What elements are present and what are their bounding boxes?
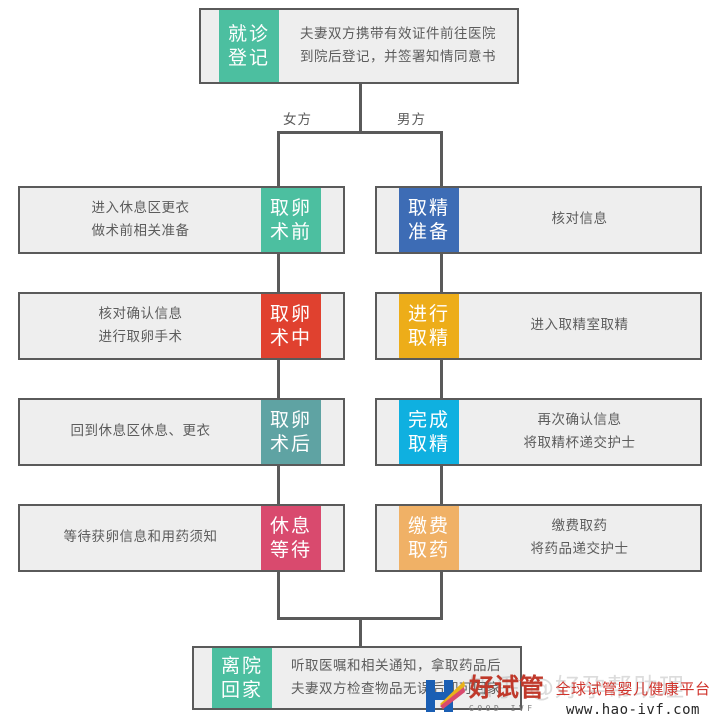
tag-line-2: 术中	[269, 327, 312, 349]
node-male-step-2-tag: 进行 取精	[399, 294, 459, 358]
connector-male-1-2	[440, 254, 443, 302]
tag-line-1: 取精	[407, 196, 450, 219]
node-male-step-1[interactable]: 取精 准备 核对信息	[375, 186, 702, 254]
brand-name: 好试管	[469, 673, 545, 702]
tag-line-1: 完成	[407, 408, 450, 431]
node-discharge-tag: 离院 回家	[212, 648, 272, 708]
zhihu-watermark: 知乎 @好孕帮助理	[468, 673, 685, 702]
connector-female-to-merge	[277, 572, 280, 620]
node-pad	[321, 506, 343, 570]
connector-male-to-merge	[440, 572, 443, 620]
desc-line-1: 再次确认信息	[537, 411, 622, 428]
connector-male-drop	[440, 131, 443, 186]
node-registration-desc: 夫妻双方携带有效证件前往医院 到院后登记，并签署知情同意书	[279, 10, 517, 82]
brand-logo: 好试管 GOOD IVF	[424, 673, 545, 714]
goodivf-logo-icon	[424, 678, 466, 714]
goodivf-logo-svg	[426, 680, 465, 712]
tag-line-2: 取药	[407, 539, 450, 561]
node-male-step-2[interactable]: 进行 取精 进入取精室取精	[375, 292, 702, 360]
tag-line-2: 等待	[269, 539, 312, 561]
desc-line-1: 进入休息区更衣	[91, 199, 190, 216]
node-female-step-3[interactable]: 取卵 术后 回到休息区休息、更衣	[18, 398, 345, 466]
tag-line-2: 准备	[407, 221, 450, 243]
tag-line-2: 术后	[269, 433, 312, 455]
tag-line-1: 缴费	[407, 514, 450, 537]
desc-line-1: 缴费取药	[551, 517, 608, 534]
connector-female-3-4	[277, 466, 280, 514]
node-male-step-4-desc: 缴费取药 将药品递交护士	[459, 506, 700, 570]
node-female-step-4-tag: 休息 等待	[261, 506, 321, 570]
tag-line-1: 取卵	[269, 302, 312, 325]
tag-line-1: 进行	[407, 302, 450, 325]
desc-line-1: 听取医嘱和相关通知，拿取药品后	[291, 657, 501, 674]
node-female-step-1[interactable]: 取卵 术前 进入休息区更衣 做术前相关准备	[18, 186, 345, 254]
node-pad	[321, 294, 343, 358]
tag-line-1: 休息	[269, 514, 312, 537]
desc-line-2: 将药品递交护士	[530, 541, 629, 557]
desc-line-1: 进入取精室取精	[530, 317, 629, 334]
tag-line-2: 回家	[220, 679, 263, 701]
desc-line-2: 将取精杯递交护士	[523, 435, 636, 451]
tag-line-1: 取卵	[269, 408, 312, 431]
connector-trunk-top	[358, 84, 362, 132]
tag-line-2: 取精	[407, 433, 450, 455]
node-pad	[377, 400, 399, 464]
brand-logo-text: 好试管 GOOD IVF	[469, 673, 545, 713]
desc-line-1: 夫妻双方携带有效证件前往医院	[300, 25, 496, 42]
desc-line-1: 回到休息区休息、更衣	[70, 423, 211, 440]
tag-line-1: 取卵	[269, 196, 312, 219]
node-pad	[201, 10, 219, 82]
connector-trunk-bottom	[358, 617, 362, 647]
brand-tagline: 全球试管婴儿健康平台	[555, 680, 711, 698]
connector-split-bar	[277, 131, 443, 134]
branch-label-male: 男方	[392, 108, 431, 128]
node-registration-tag: 就诊 登记	[219, 10, 279, 82]
node-female-step-3-tag: 取卵 术后	[261, 400, 321, 464]
node-pad	[377, 506, 399, 570]
node-pad	[321, 400, 343, 464]
node-female-step-2-desc: 核对确认信息 进行取卵手术	[20, 294, 261, 358]
node-male-step-1-desc: 核对信息	[459, 188, 700, 252]
node-male-step-4[interactable]: 缴费 取药 缴费取药 将药品递交护士	[375, 504, 702, 572]
connector-female-1-2	[277, 254, 280, 302]
tag-line-1: 离院	[220, 654, 263, 677]
node-pad	[377, 294, 399, 358]
node-female-step-3-desc: 回到休息区休息、更衣	[20, 400, 261, 464]
desc-line-1: 核对确认信息	[98, 305, 183, 322]
brand-site-url: www.hao-ivf.com	[566, 702, 700, 718]
connector-male-3-4	[440, 466, 443, 514]
node-female-step-1-tag: 取卵 术前	[261, 188, 321, 252]
node-male-step-3-desc: 再次确认信息 将取精杯递交护士	[459, 400, 700, 464]
node-female-step-1-desc: 进入休息区更衣 做术前相关准备	[20, 188, 261, 252]
tag-line-2: 术前	[269, 221, 312, 243]
node-male-step-4-tag: 缴费 取药	[399, 506, 459, 570]
node-discharge[interactable]: 离院 回家 听取医嘱和相关通知，拿取药品后 夫妻双方检查物品无误后即可回家	[192, 646, 522, 710]
node-pad	[377, 188, 399, 252]
brand-sub: GOOD IVF	[469, 704, 536, 713]
desc-line-1: 核对信息	[551, 211, 608, 228]
desc-line-2: 进行取卵手术	[98, 329, 183, 345]
node-female-step-2-tag: 取卵 术中	[261, 294, 321, 358]
desc-line-2: 到院后登记，并签署知情同意书	[300, 49, 496, 65]
connector-female-2-3	[277, 360, 280, 408]
connector-male-2-3	[440, 360, 443, 408]
tag-line-1: 就诊	[227, 22, 270, 45]
node-male-step-2-desc: 进入取精室取精	[459, 294, 700, 358]
branch-label-female: 女方	[278, 108, 317, 128]
node-female-step-4-desc: 等待获卵信息和用药须知	[20, 506, 261, 570]
node-female-step-2[interactable]: 取卵 术中 核对确认信息 进行取卵手术	[18, 292, 345, 360]
node-registration[interactable]: 就诊 登记 夫妻双方携带有效证件前往医院 到院后登记，并签署知情同意书	[199, 8, 519, 84]
tag-line-2: 取精	[407, 327, 450, 349]
tag-line-2: 登记	[227, 47, 270, 69]
node-male-step-3[interactable]: 完成 取精 再次确认信息 将取精杯递交护士	[375, 398, 702, 466]
node-male-step-1-tag: 取精 准备	[399, 188, 459, 252]
desc-line-2: 做术前相关准备	[91, 223, 190, 239]
desc-line-1: 等待获卵信息和用药须知	[63, 529, 218, 546]
brand-tagline-block: 全球试管婴儿健康平台 www.hao-ivf.com	[548, 678, 718, 718]
node-male-step-3-tag: 完成 取精	[399, 400, 459, 464]
node-female-step-4[interactable]: 休息 等待 等待获卵信息和用药须知	[18, 504, 345, 572]
connector-female-drop	[277, 131, 280, 186]
node-pad	[194, 648, 212, 708]
node-pad	[321, 188, 343, 252]
